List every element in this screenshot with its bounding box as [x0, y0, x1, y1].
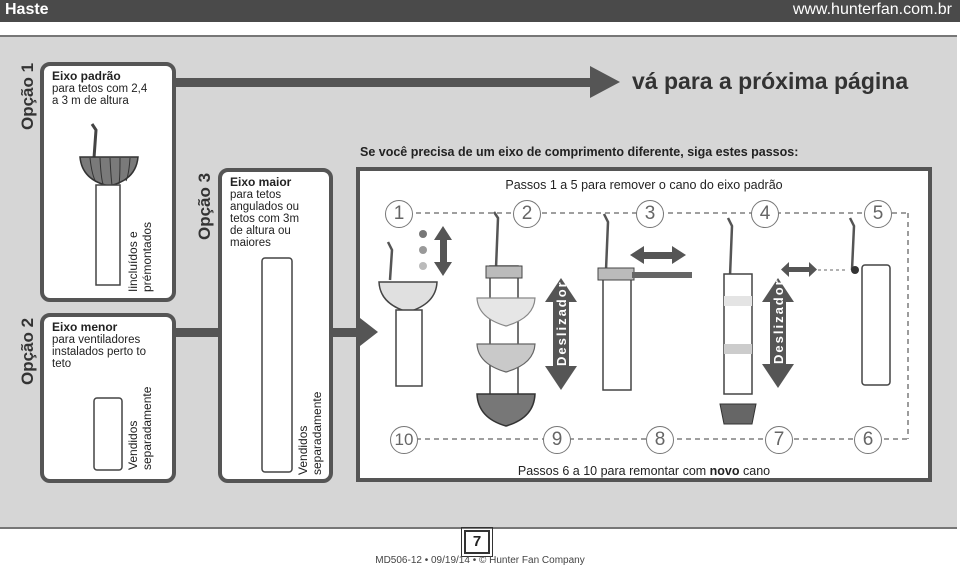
steps-top-caption: Passos 1 a 5 para remover o cano do eixo… — [505, 178, 783, 192]
step-number-1: 1 — [385, 200, 413, 228]
steps-arrow — [333, 318, 378, 346]
footer-text: MD506-12 • 09/19/14 • © Hunter Fan Compa… — [375, 555, 585, 566]
step-number-8: 8 — [646, 426, 674, 454]
option3-desc-line4: de altura ou — [230, 225, 291, 237]
option3-desc-line2: angulados ou — [230, 201, 300, 213]
header-title: Haste — [5, 1, 49, 18]
option3-desc-line5: maiores — [230, 237, 271, 249]
option2-desc-line1: para ventiladores — [52, 334, 141, 346]
option1-desc-line2: a 3 m de altura — [52, 95, 129, 107]
option2-title: Eixo menor — [52, 320, 118, 334]
option2-desc: para ventiladores instalados perto to te… — [52, 334, 146, 370]
option3-desc-line1: para tetos — [230, 189, 282, 201]
step2-illustration — [476, 211, 577, 427]
step5-illustration — [781, 217, 891, 386]
next-page-arrow — [176, 66, 620, 98]
option2-desc-line2: instalados perto to — [52, 346, 146, 358]
step4-illustration — [719, 217, 794, 425]
option1-title: Eixo padrão — [52, 69, 121, 83]
page-header: Haste www.hunterfan.com.br — [0, 0, 960, 22]
step-number-6: 6 — [854, 426, 882, 454]
steps-bottom-after: cano — [739, 464, 771, 478]
option3-title: Eixo maior — [230, 175, 292, 189]
option3-desc-line3: tetos com 3m — [230, 213, 300, 225]
step-number-10: 10 — [390, 426, 418, 454]
step3-illustration — [597, 213, 692, 391]
step-number-9: 9 — [543, 426, 571, 454]
step-number-3: 3 — [636, 200, 664, 228]
option1-desc: para tetos com 2,4 a 3 m de altura — [52, 83, 147, 107]
steps-bottom-before: Passos 6 a 10 para remontar com — [517, 464, 710, 478]
steps-heading: Se você precisa de um eixo de compriment… — [360, 145, 799, 159]
option2-connector — [176, 328, 220, 337]
option1-desc-line1: para tetos com 2,4 — [52, 83, 148, 95]
page-number: 7 — [461, 527, 493, 557]
steps-bottom-bold: novo — [709, 464, 740, 478]
steps-bottom-caption: Passos 6 a 10 para remontar com novo can… — [360, 464, 928, 478]
slider-label-step2: Deslizador — [554, 280, 569, 366]
step-number-4: 4 — [751, 200, 779, 228]
header-url[interactable]: www.hunterfan.com.br — [792, 1, 952, 18]
option1-rod-illustration — [79, 123, 139, 286]
option2-desc-line3: teto — [52, 358, 72, 370]
option2-rod-illustration — [93, 397, 123, 471]
slider-label-step4: Deslizador — [771, 278, 786, 364]
next-page-text: vá para a próxima página — [632, 68, 909, 94]
option3-desc: para tetos angulados ou tetos com 3m de … — [230, 189, 299, 249]
step-number-2: 2 — [513, 200, 541, 228]
step-number-5: 5 — [864, 200, 892, 228]
step-number-7: 7 — [765, 426, 793, 454]
option3-rod-illustration — [261, 257, 293, 473]
step1-illustration — [378, 226, 452, 387]
